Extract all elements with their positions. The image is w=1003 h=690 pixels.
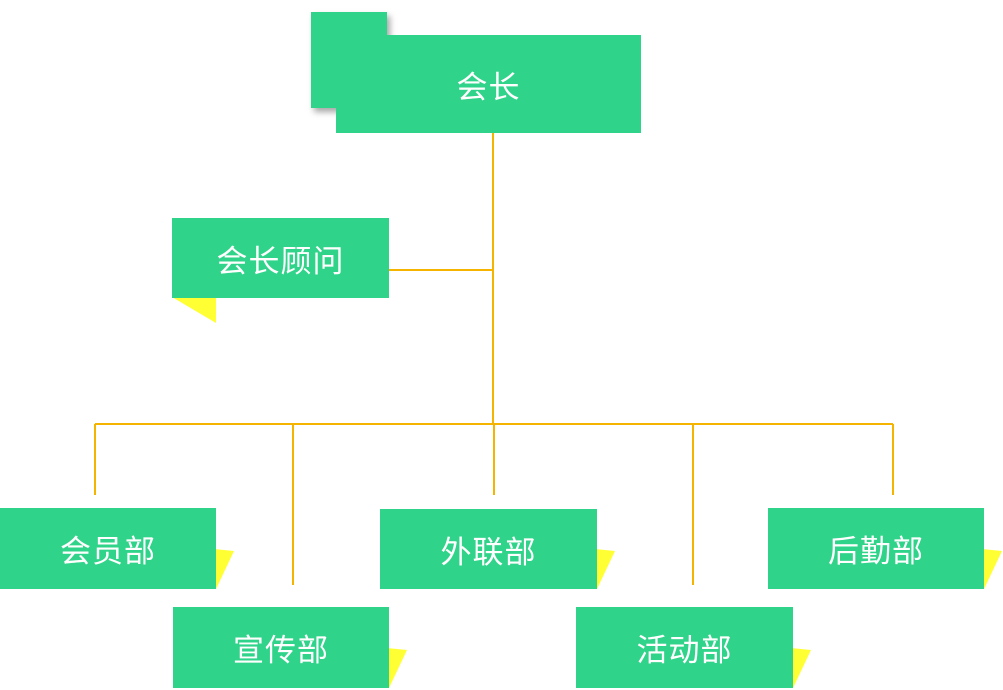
department-node-publicity: 宣传部 [173,607,389,688]
activities-fold-decoration [791,648,811,688]
department-label-logistics: 后勤部 [828,534,924,570]
advisor-label: 会长顾问 [216,243,345,280]
president-node: 会长 [336,35,641,133]
department-label-membership: 会员部 [60,534,156,570]
advisor-node: 会长顾问 [172,218,389,298]
department-node-logistics: 后勤部 [768,508,984,589]
department-label-external-relations: 外联部 [440,534,537,571]
membership-fold-decoration [214,549,234,589]
department-node-membership: 会员部 [0,508,216,589]
advisor-fold-decoration [172,297,216,323]
department-node-external-relations: 外联部 [380,509,597,589]
department-label-publicity: 宣传部 [233,633,329,669]
department-node-activities: 活动部 [576,607,793,688]
external-relations-fold-decoration [595,549,615,589]
department-label-activities: 活动部 [636,633,733,669]
publicity-fold-decoration [387,648,407,688]
president-label: 会长 [456,69,521,106]
logistics-fold-decoration [982,549,1002,589]
